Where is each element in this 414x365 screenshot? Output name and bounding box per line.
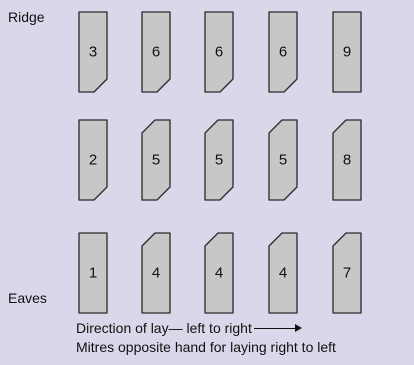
tile-shape <box>204 119 234 201</box>
eaves-label: Eaves <box>8 290 47 306</box>
tile-number: 4 <box>279 265 287 282</box>
right-arrow-icon <box>253 324 302 333</box>
ridge-label: Ridge <box>8 9 45 25</box>
tile-shape <box>141 119 171 201</box>
tiles-layer: 3 6 6 6 9 2 5 5 5 8 1 4 4 4 7 <box>78 11 362 314</box>
tile-top-5: 9 <box>332 11 362 93</box>
tile-number: 3 <box>89 44 97 61</box>
tile-bottom-3: 4 <box>204 232 234 314</box>
tile-number: 8 <box>343 152 351 169</box>
tile-shape <box>268 232 298 314</box>
tile-number: 5 <box>152 152 160 169</box>
tile-shape <box>78 232 108 314</box>
tile-shape <box>141 232 171 314</box>
tile-middle-3: 5 <box>204 119 234 201</box>
tile-number: 5 <box>215 152 223 169</box>
tile-number: 7 <box>343 265 351 282</box>
caption-direction-line: Direction of lay— left to right <box>76 319 336 338</box>
tile-number: 4 <box>152 265 160 282</box>
tile-top-2: 6 <box>141 11 171 93</box>
tile-shape <box>204 11 234 93</box>
tile-number: 1 <box>89 265 97 282</box>
tile-middle-1: 2 <box>78 119 108 201</box>
tile-number: 4 <box>215 265 223 282</box>
tile-shape <box>268 11 298 93</box>
tile-shape <box>204 232 234 314</box>
tile-shape <box>78 119 108 201</box>
tile-bottom-5: 7 <box>332 232 362 314</box>
tile-bottom-4: 4 <box>268 232 298 314</box>
tile-number: 5 <box>279 152 287 169</box>
tile-number: 6 <box>279 44 287 61</box>
tile-top-4: 6 <box>268 11 298 93</box>
tile-top-1: 3 <box>78 11 108 93</box>
tile-number: 2 <box>89 152 97 169</box>
tile-shape <box>332 232 362 314</box>
tile-bottom-2: 4 <box>141 232 171 314</box>
tile-number: 6 <box>215 44 223 61</box>
tile-shape <box>332 11 362 93</box>
caption-mitres-text: Mitres opposite hand for laying right to… <box>76 339 336 355</box>
tile-shape <box>78 11 108 93</box>
caption: Direction of lay— left to right Mitres o… <box>76 319 336 357</box>
tile-bottom-1: 1 <box>78 232 108 314</box>
tile-number: 6 <box>152 44 160 61</box>
tile-shape <box>268 119 298 201</box>
tile-number: 9 <box>343 44 351 61</box>
tile-shape <box>141 11 171 93</box>
tile-shape <box>332 119 362 201</box>
tile-middle-5: 8 <box>332 119 362 201</box>
tile-top-3: 6 <box>204 11 234 93</box>
tile-middle-2: 5 <box>141 119 171 201</box>
caption-direction-text: Direction of lay— left to right <box>76 320 252 336</box>
tile-middle-4: 5 <box>268 119 298 201</box>
